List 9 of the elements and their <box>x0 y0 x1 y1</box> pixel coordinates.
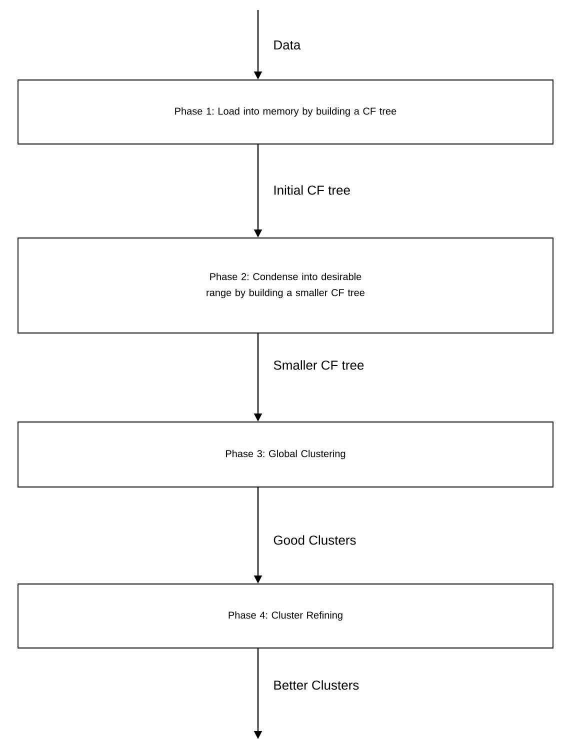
process-box: Phase 4: Cluster Refining <box>18 584 554 648</box>
process-box: Phase 2: Condense into desirable range by building a smaller CF tree <box>18 238 554 334</box>
edge-label: Initial CF tree <box>274 185 350 195</box>
edge-label: Smaller CF tree <box>274 360 364 370</box>
process-box: Phase 3: Global Clustering <box>18 422 554 488</box>
process-box: Phase 1: Load into memory by building a CF tree <box>18 80 554 144</box>
edge-label: Better Clusters <box>274 680 359 690</box>
edge-label: Good Clusters <box>274 535 356 545</box>
edge-label: Data <box>274 40 301 50</box>
